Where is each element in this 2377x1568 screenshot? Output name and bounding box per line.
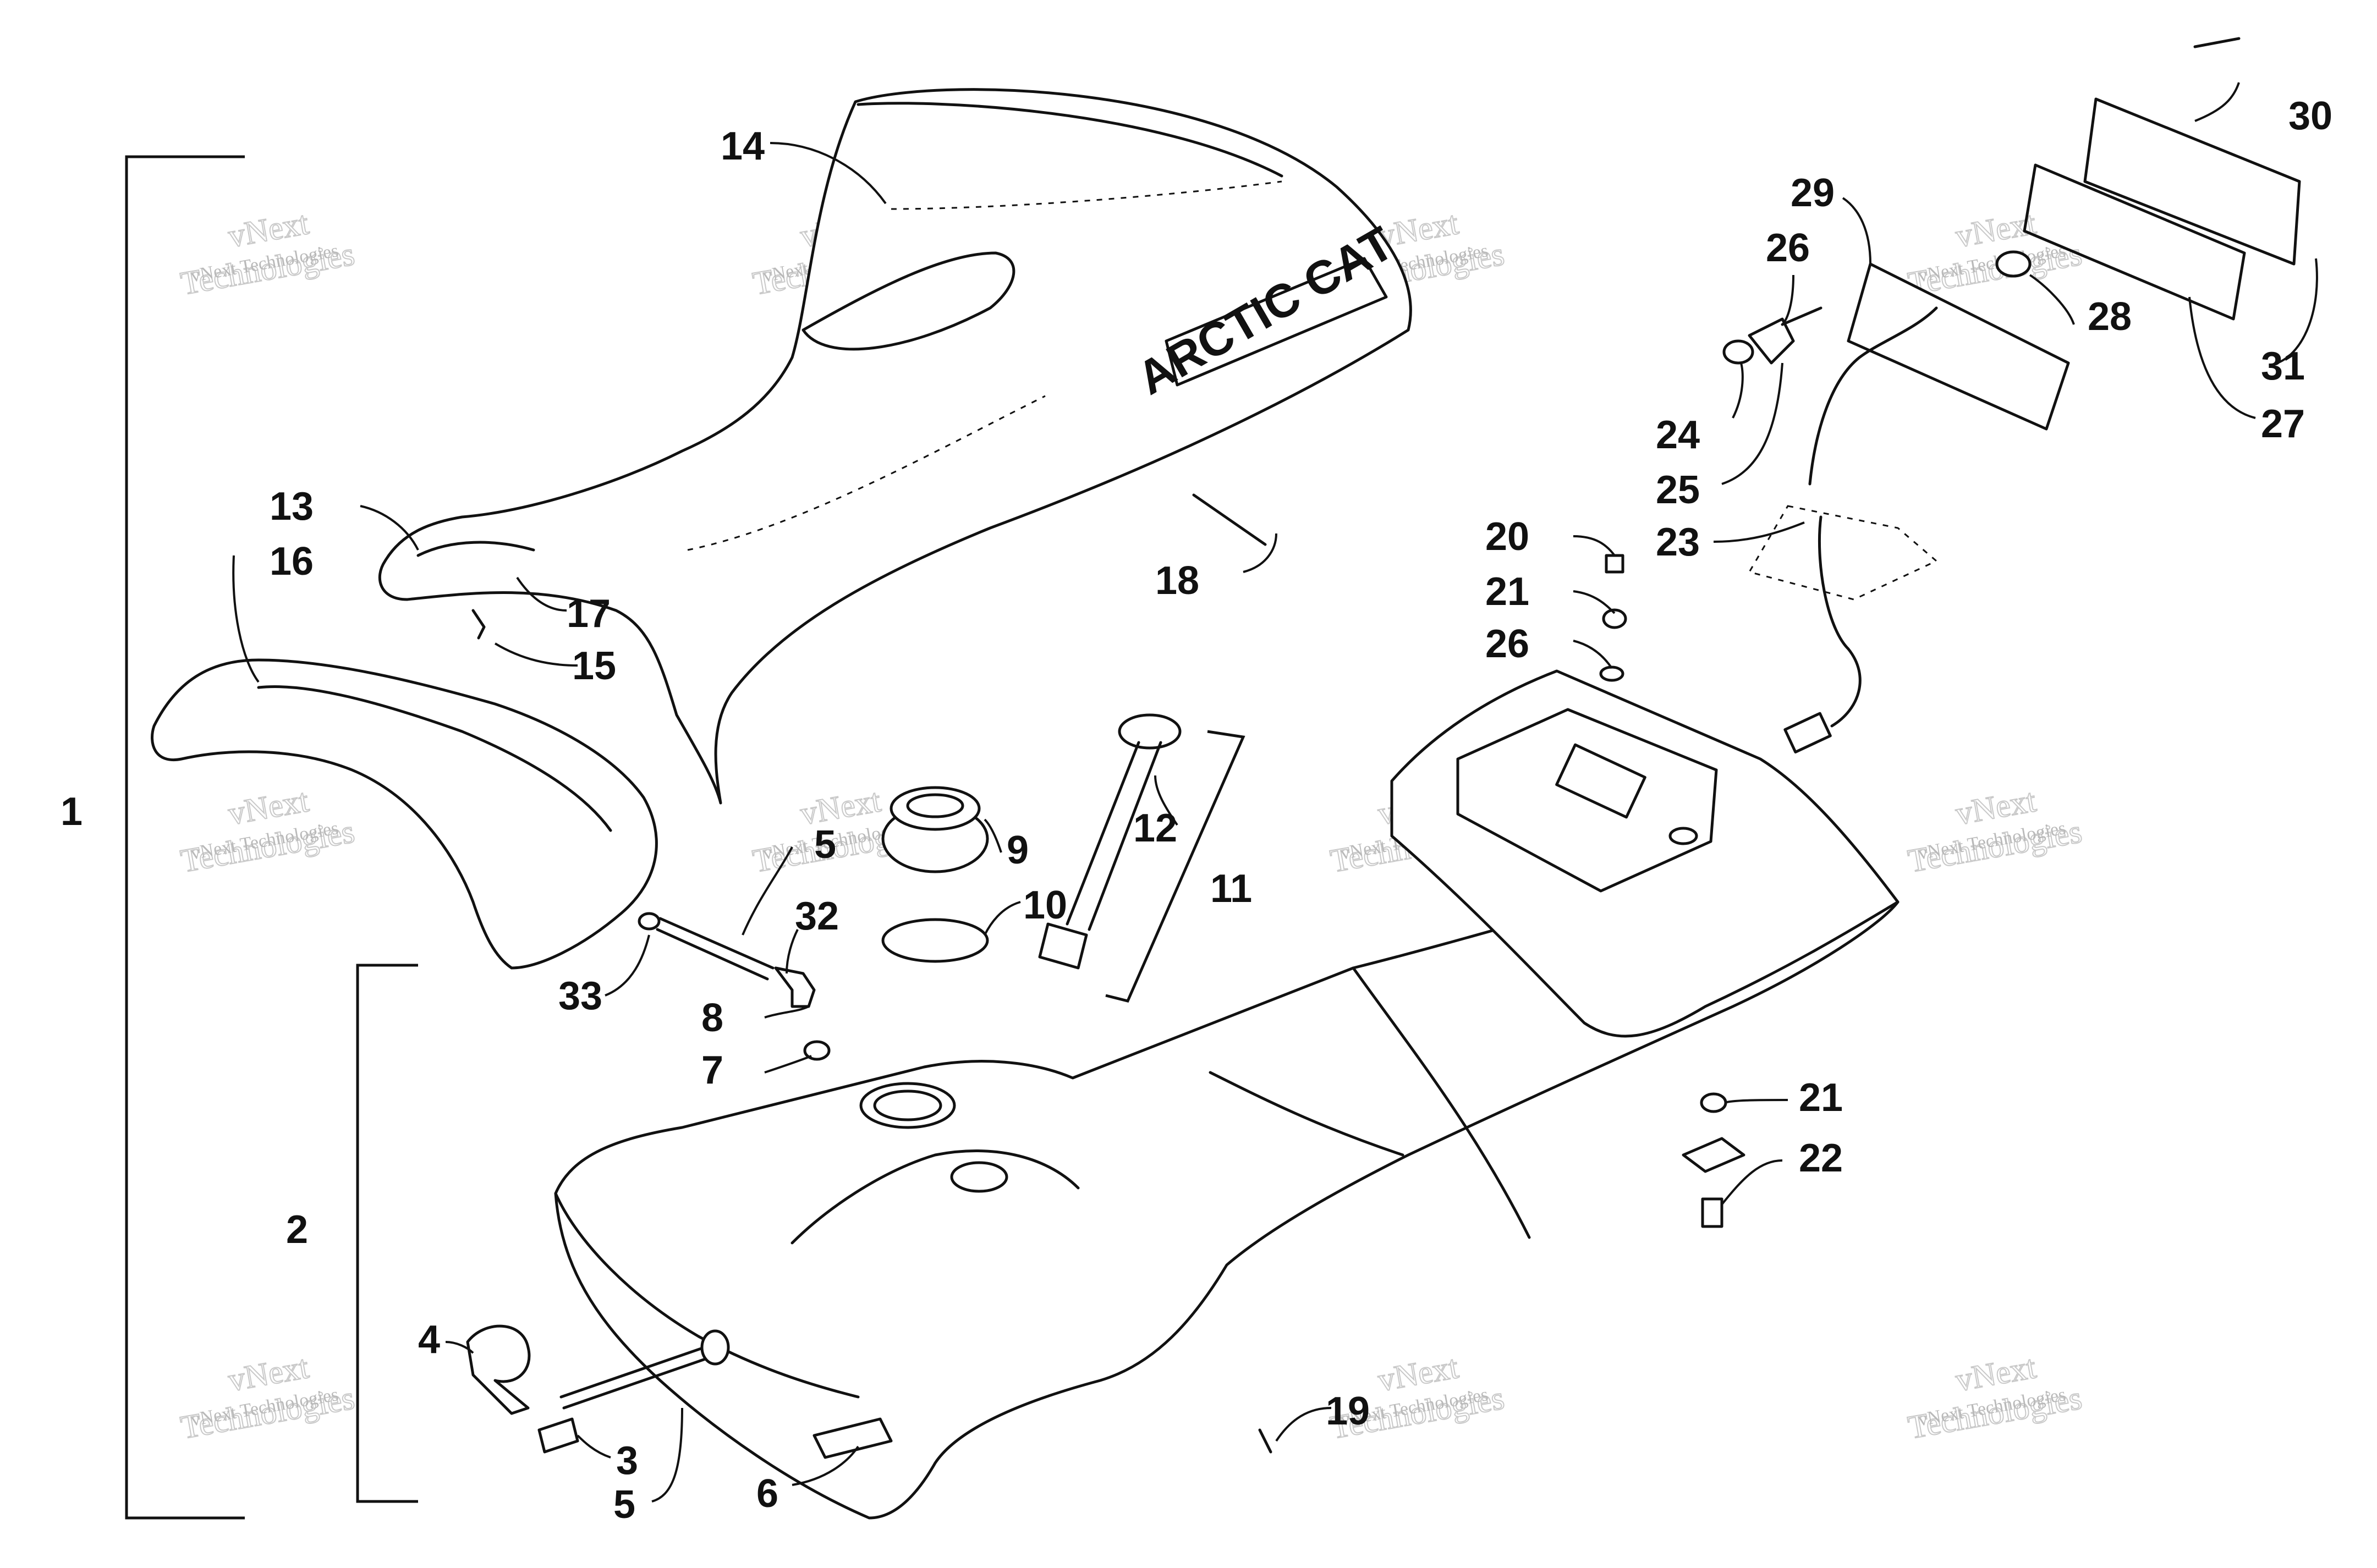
drain-line <box>559 1346 706 1399</box>
leader-lines <box>232 82 2318 1503</box>
callout-9: 9 <box>1007 828 1029 872</box>
callout-32: 32 <box>795 894 839 938</box>
fuel-fitting-6 <box>813 1417 893 1459</box>
callout-14: 14 <box>721 124 765 168</box>
fuel-line <box>656 928 769 981</box>
hose-clamp <box>638 912 661 931</box>
callouts: 1 2 3 4 5 5 6 7 8 9 10 11 12 13 14 15 16… <box>61 94 2332 1527</box>
callout-23: 23 <box>1656 520 1700 564</box>
watermark: vNext Technologies vNext Technologies <box>178 1348 358 1446</box>
callout-20: 20 <box>1485 515 1529 559</box>
fuel-cap-gasket <box>881 918 989 963</box>
cap-nut <box>1605 554 1624 574</box>
callout-26: 26 <box>1485 622 1529 666</box>
seat-fastener <box>471 609 486 640</box>
callout-4: 4 <box>418 1318 440 1362</box>
seat-strap <box>1192 493 1267 546</box>
callout-30: 30 <box>2288 94 2332 138</box>
watermark: vNext Technologies vNext Technologies <box>178 782 358 880</box>
drain-valve <box>537 1417 579 1454</box>
callout-3: 3 <box>616 1439 638 1483</box>
bracket-plate <box>1682 1137 1745 1173</box>
callout-25: 25 <box>1656 468 1700 512</box>
watermark: vNext Technologies vNext Technologies <box>1905 204 2085 302</box>
callout-10: 10 <box>1023 883 1067 927</box>
callout-2: 2 <box>286 1208 308 1252</box>
callout-21: 21 <box>1799 1076 1843 1120</box>
assembly-bracket-11 <box>1105 730 1245 1003</box>
callout-12: 12 <box>1133 806 1177 850</box>
callout-24: 24 <box>1656 413 1700 457</box>
tank-grommet <box>700 1329 730 1366</box>
callout-17: 17 <box>567 592 611 636</box>
tunnel-outline <box>1748 505 1938 601</box>
seat <box>378 88 1412 805</box>
callout-26: 26 <box>1766 226 1810 270</box>
callout-8: 8 <box>701 996 723 1040</box>
assembly-bracket-1 <box>125 155 245 1520</box>
taillight-assembly <box>1783 37 2301 753</box>
grommet <box>803 1040 831 1061</box>
callout-27: 27 <box>2261 402 2305 446</box>
callout-13: 13 <box>270 485 314 529</box>
callout-31: 31 <box>2261 344 2305 388</box>
callout-5: 5 <box>613 1483 635 1527</box>
watermark: vNext Technologies vNext Technologies <box>178 204 358 302</box>
rear-seat-cover <box>151 658 658 970</box>
callout-5: 5 <box>814 823 836 867</box>
fuel-gauge <box>1038 713 1182 970</box>
callout-22: 22 <box>1799 1136 1843 1180</box>
fuel-line <box>658 917 775 970</box>
cap-screw <box>1701 1197 1723 1228</box>
rivet <box>1258 1428 1272 1454</box>
lock-nut <box>1700 1092 1727 1113</box>
callout-11: 11 <box>1210 867 1252 911</box>
washer <box>1599 665 1624 682</box>
fuel-fitting <box>774 966 816 1008</box>
fuel-tank <box>554 856 1900 1520</box>
drain-line <box>562 1357 709 1410</box>
callout-21: 21 <box>1485 570 1529 614</box>
callout-29: 29 <box>1791 171 1835 215</box>
callout-19: 19 <box>1326 1389 1370 1433</box>
fuel-cap <box>881 786 989 873</box>
callout-18: 18 <box>1155 559 1199 603</box>
callout-7: 7 <box>701 1048 723 1092</box>
callout-1: 1 <box>61 790 83 834</box>
assembly-bracket-2 <box>356 964 418 1503</box>
watermark: vNext Technologies vNext Technologies <box>1905 782 2085 880</box>
watermark: vNext Technologies vNext Technologies <box>1905 1348 2085 1446</box>
clamp-strap <box>466 1324 531 1415</box>
callout-16: 16 <box>270 540 314 584</box>
callout-6: 6 <box>756 1472 778 1516</box>
callout-28: 28 <box>2088 295 2132 339</box>
taillight-bracket <box>1722 306 1822 365</box>
lock-nut <box>1602 608 1627 629</box>
callout-33: 33 <box>558 974 602 1018</box>
callout-15: 15 <box>572 644 616 688</box>
rear-storage-box <box>1390 669 1900 1038</box>
